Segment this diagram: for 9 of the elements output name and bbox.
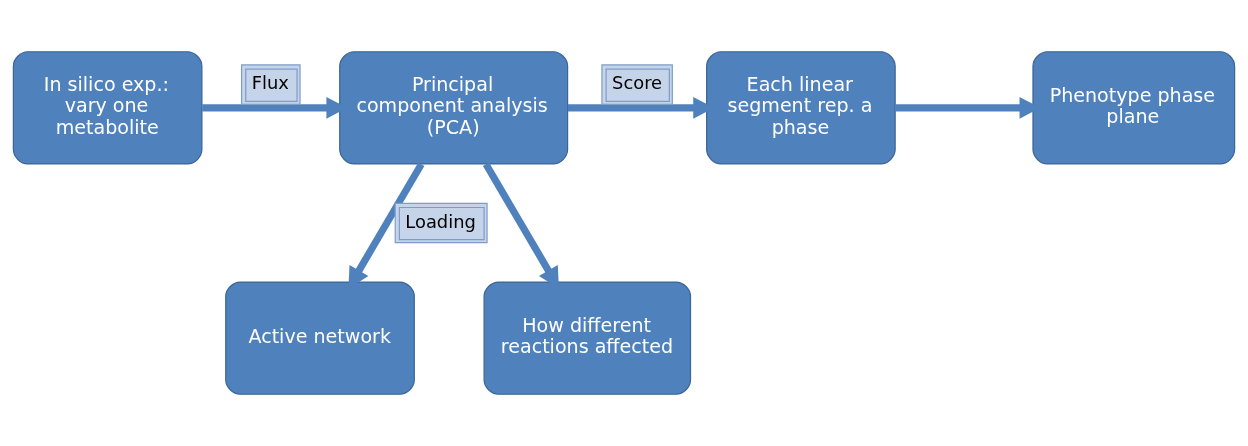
edge-label: Score: [612, 72, 663, 94]
node-box: How different reactions affected: [483, 281, 692, 395]
node-box: Phenotype phase plane: [1032, 51, 1236, 165]
node-box: In silico exp.: vary one metabolite: [12, 51, 203, 165]
node-box: Principal component analysis (PCA): [339, 51, 569, 165]
edge-label: Flux: [251, 72, 289, 94]
node-box: Each linear segment rep. a phase: [706, 51, 896, 165]
node-box: Active network: [225, 281, 415, 395]
edge-label: Loading: [405, 210, 476, 232]
